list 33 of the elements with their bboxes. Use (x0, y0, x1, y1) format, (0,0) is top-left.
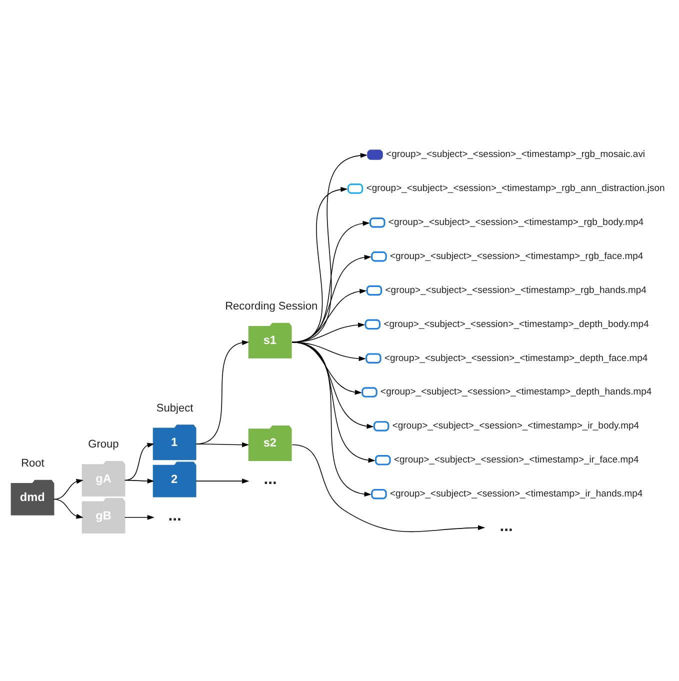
node-label: <group>_<subject>_<session>_<timestamp>_rgb_body.mp4 (388, 216, 644, 228)
node-label: Subject (156, 402, 194, 414)
node-label: <group>_<subject>_<session>_<timestamp>_depth_hands.mp4 (380, 386, 652, 398)
node-label: Root (21, 457, 44, 470)
node-label: <group>_<subject>_<session>_<timestamp>_ir_hands.mp4 (390, 488, 643, 500)
node-label: <group>_<subject>_<session>_<timestamp>_depth_body.mp4 (384, 318, 649, 330)
arrow (292, 152, 368, 342)
node-label: <group>_<subject>_<session>_<timestamp>_depth_face.mp4 (384, 352, 648, 364)
node-label: <group>_<subject>_<session>_<timestamp>_rgb_face.mp4 (390, 250, 644, 262)
arrow (292, 220, 370, 342)
node-text: ... (500, 517, 513, 534)
arrow (292, 341, 372, 496)
node-label: <group>_<subject>_<session>_<timestamp>_rgb_hands.mp4 (385, 284, 646, 296)
arrow (195, 442, 250, 447)
node-text: ... (264, 470, 277, 488)
arrow (53, 478, 84, 500)
arrow (124, 478, 154, 483)
arrow (195, 478, 250, 484)
node-text: ... (168, 507, 182, 524)
node-label: <group>_<subject>_<session>_<timestamp>_ir_face.mp4 (394, 454, 639, 466)
node-label: <group>_<subject>_<session>_<timestamp>_rgb_ann_distraction.json (366, 182, 665, 194)
node-label: Recording Session (225, 300, 318, 312)
arrow (195, 340, 250, 444)
node-label: <group>_<subject>_<session>_<timestamp>_rgb_mosaic.avi (386, 148, 646, 160)
arrow (124, 442, 154, 480)
node-label: Group (88, 438, 119, 450)
arrow (292, 322, 366, 342)
arrow (292, 444, 486, 532)
node-label: <group>_<subject>_<session>_<timestamp>_ir_body.mp4 (392, 420, 640, 432)
arrow (292, 254, 372, 342)
arrow (53, 498, 84, 518)
arrow (124, 514, 154, 520)
arrow (292, 288, 367, 342)
